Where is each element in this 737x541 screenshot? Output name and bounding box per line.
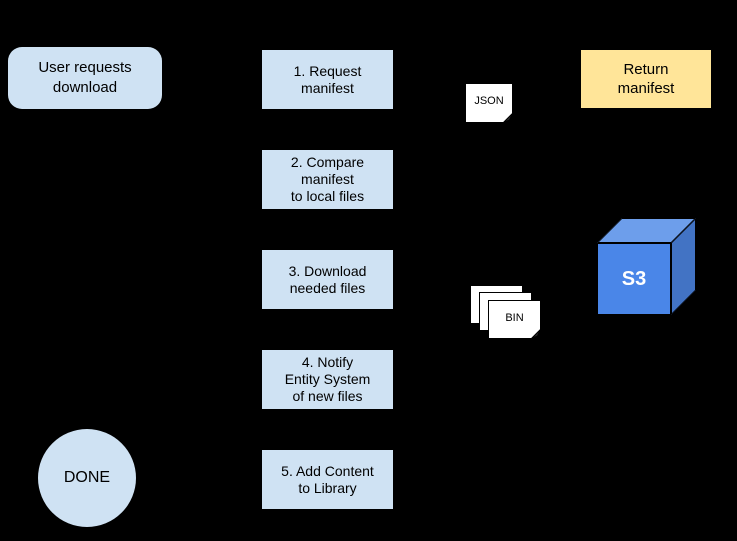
step-label-1: 1. Request manifest [293,62,362,96]
json-doc-label: JSON [474,95,504,107]
start-node-label: User requests download [38,59,132,96]
step-label-2: 2. Compare manifest to local files [290,154,365,204]
document-shape-icon [465,83,513,123]
json-document-icon: JSON [465,83,513,123]
step-box-4: 4. Notify Entity System of new files [261,349,394,410]
step-box-3: 3. Download needed files [261,249,394,310]
step-label-3: 3. Download needed files [288,262,367,296]
bin-doc-label: BIN [505,311,524,324]
step-box-1: 1. Request manifest [261,49,394,110]
done-circle: DONE [38,429,136,527]
document-shape-icon [488,300,541,339]
s3-cube-front-face: S3 [597,243,671,315]
return-manifest-box: Return manifest [580,49,712,109]
done-label: DONE [63,469,111,486]
bin-document-icon: BIN [488,300,541,339]
start-node: User requests download [8,47,162,109]
step-label-4: 4. Notify Entity System of new files [284,354,371,404]
s3-label: S3 [621,267,647,290]
step-label-5: 5. Add Content to Library [281,462,374,496]
step-box-5: 5. Add Content to Library [261,449,394,510]
return-manifest-label: Return manifest [617,61,675,97]
step-box-2: 2. Compare manifest to local files [261,149,394,210]
